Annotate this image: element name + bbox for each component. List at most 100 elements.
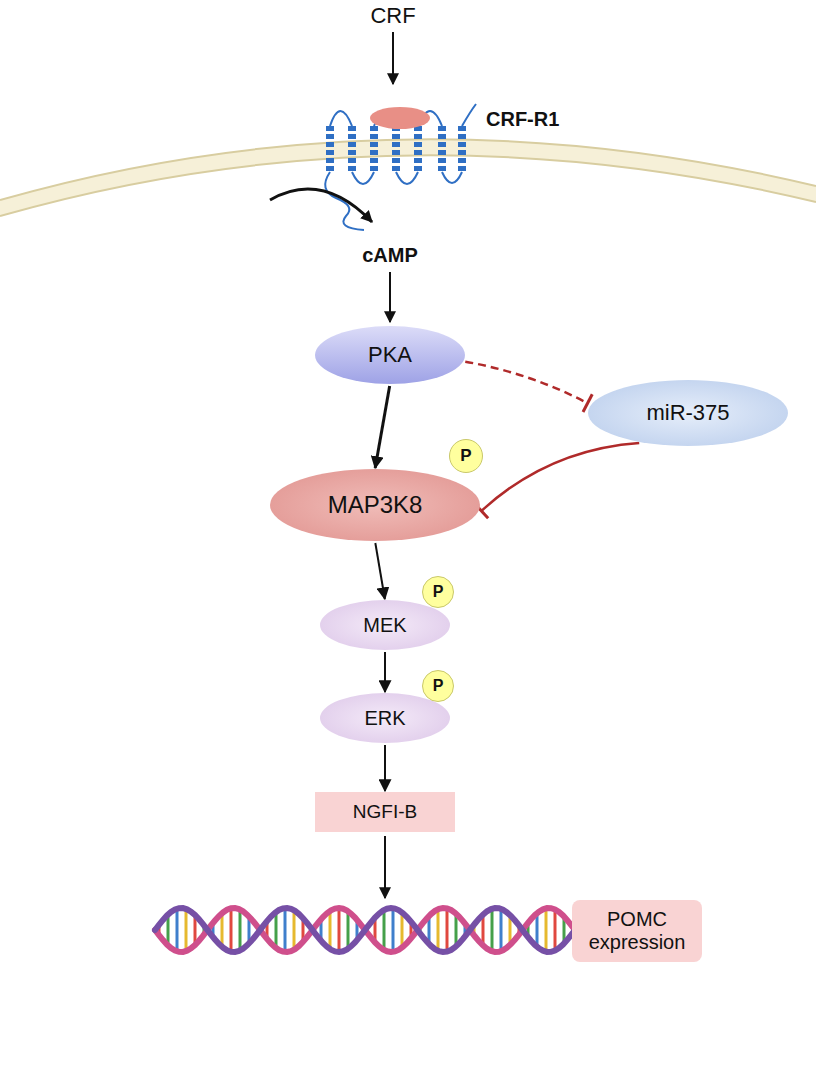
receptor: [325, 104, 476, 230]
base-pair: [347, 911, 350, 948]
dna-strand: [155, 908, 575, 952]
activation-arrow: [384, 745, 386, 791]
dna-strand: [155, 908, 575, 952]
helix-segment: [326, 150, 334, 155]
base-pair: [284, 908, 287, 952]
base-pair: [554, 910, 557, 951]
transcription-factor-box: NGFI-B: [315, 792, 455, 832]
helix-segment: [348, 134, 356, 139]
base-pair: [293, 910, 296, 949]
activation-arrow: [384, 652, 386, 692]
node-text: P: [433, 677, 444, 695]
activation-arrow: [375, 543, 384, 599]
node-text: MAP3K8: [328, 491, 423, 519]
cell-membrane: [0, 139, 816, 216]
helix-segment: [392, 134, 400, 139]
base-pair: [491, 909, 494, 952]
node-text: P: [460, 446, 471, 466]
helix-segment: [370, 134, 378, 139]
helix-segment: [458, 150, 466, 155]
base-pair: [230, 908, 233, 951]
phospho-circle: P: [422, 576, 454, 608]
helix-segment: [438, 158, 446, 163]
node-text: POMC expression: [572, 908, 702, 954]
helix-segment: [458, 134, 466, 139]
helix-segment: [348, 142, 356, 147]
inhibition-line: [465, 362, 587, 404]
node-text: NGFI-B: [353, 801, 417, 823]
helix-segment: [438, 166, 446, 171]
ligand-site: [370, 107, 430, 129]
base-pair: [383, 910, 386, 950]
kinase-ellipse: PKA: [315, 326, 465, 384]
helix-segment: [370, 166, 378, 171]
helix-segment: [326, 142, 334, 147]
helix-segment: [458, 158, 466, 163]
membrane-edge: [0, 155, 816, 216]
dna-helix: [155, 908, 575, 952]
base-pair: [176, 909, 179, 952]
helix-segment: [458, 126, 466, 131]
base-pair: [437, 909, 440, 950]
helix-segment: [392, 166, 400, 171]
base-pair: [185, 909, 188, 951]
helix-segment: [326, 158, 334, 163]
base-pair: [401, 912, 404, 947]
helix-segment: [438, 134, 446, 139]
helix-segment: [326, 126, 334, 131]
helix-segment: [458, 142, 466, 147]
arrow: [384, 836, 386, 898]
helix-segment: [458, 166, 466, 171]
base-pair: [329, 911, 332, 949]
base-pair: [392, 908, 395, 952]
helix-segment: [348, 150, 356, 155]
helix-segment: [370, 150, 378, 155]
helix-segment: [370, 142, 378, 147]
helix-segment: [414, 158, 422, 163]
phospho-circle: P: [422, 670, 454, 702]
base-pair: [545, 908, 548, 951]
activation-arrow: [375, 386, 389, 468]
mirna-ellipse: miR-375: [588, 380, 788, 446]
helix-segment: [392, 142, 400, 147]
node-text: miR-375: [646, 400, 729, 425]
helix-segment: [326, 134, 334, 139]
helix-segment: [392, 150, 400, 155]
helix-segment: [414, 134, 422, 139]
inhibition-line: [481, 443, 639, 511]
helix-segment: [414, 150, 422, 155]
base-pair: [338, 908, 341, 952]
curved-arrow: [270, 189, 372, 222]
helix-segment: [348, 158, 356, 163]
phospho-circle: P: [449, 439, 483, 473]
base-pair: [239, 910, 242, 951]
node-text: PKA: [368, 342, 412, 367]
helix-segment: [438, 150, 446, 155]
helix-segment: [414, 142, 422, 147]
helix-segment: [370, 158, 378, 163]
base-pair: [275, 912, 278, 948]
helix-segment: [438, 126, 446, 131]
arrow: [389, 272, 391, 322]
membrane-edge: [0, 139, 816, 200]
helix-segment: [326, 166, 334, 171]
receptor-helices: [326, 126, 466, 171]
text-label: CRF: [370, 4, 415, 28]
node-text: P: [433, 583, 444, 601]
node-text: ERK: [364, 707, 405, 730]
kinase-ellipse: MAP3K8: [270, 469, 480, 541]
helix-segment: [392, 158, 400, 163]
text-label: cAMP: [362, 244, 418, 266]
kinase-ellipse: MEK: [320, 600, 450, 650]
helix-segment: [370, 126, 378, 131]
helix-segment: [348, 166, 356, 171]
base-pair: [500, 909, 503, 951]
helix-segment: [438, 142, 446, 147]
helix-segment: [414, 166, 422, 171]
output-box: POMC expression: [572, 900, 702, 962]
text-label: CRF-R1: [486, 108, 559, 130]
arrow: [392, 32, 394, 84]
helix-segment: [348, 126, 356, 131]
node-text: MEK: [363, 614, 406, 637]
base-pair: [446, 908, 449, 951]
